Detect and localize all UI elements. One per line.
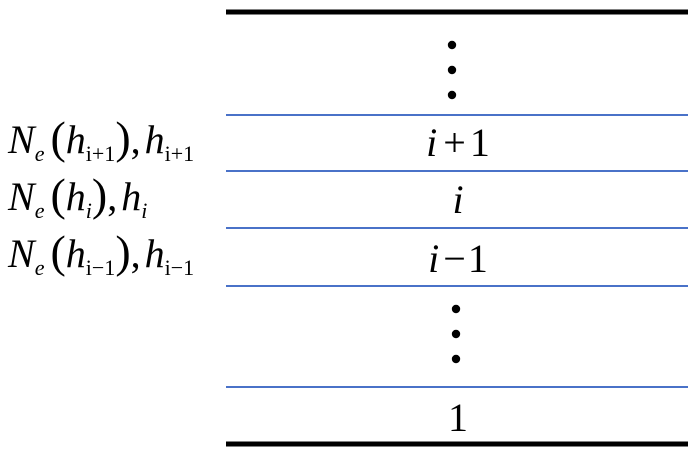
vertical-ellipsis-bottom [451, 304, 461, 364]
interface-label-i-minus-1: Ne(hi−1),hi−1 [7, 226, 194, 280]
svg-text:i+1: i+1 [426, 120, 490, 165]
layer-label-i-plus-1: i+1 [426, 120, 490, 165]
svg-text:i: i [452, 177, 463, 222]
layer-label-i: i [452, 177, 463, 222]
vertical-ellipsis-top [447, 40, 457, 100]
svg-text:1: 1 [448, 395, 468, 440]
layer-label-i-minus-1: i−1 [428, 236, 488, 281]
svg-text:Ne(hi+1),hi+1: Ne(hi+1),hi+1 [7, 112, 194, 166]
interface-label-i: Ne(hi),hi [7, 169, 147, 223]
svg-text:Ne(hi),hi: Ne(hi),hi [7, 169, 147, 223]
layer-label-1: 1 [448, 395, 468, 440]
svg-text:Ne(hi−1),hi−1: Ne(hi−1),hi−1 [7, 226, 194, 280]
interface-label-i-plus-1: Ne(hi+1),hi+1 [7, 112, 194, 166]
svg-text:i−1: i−1 [428, 236, 488, 281]
